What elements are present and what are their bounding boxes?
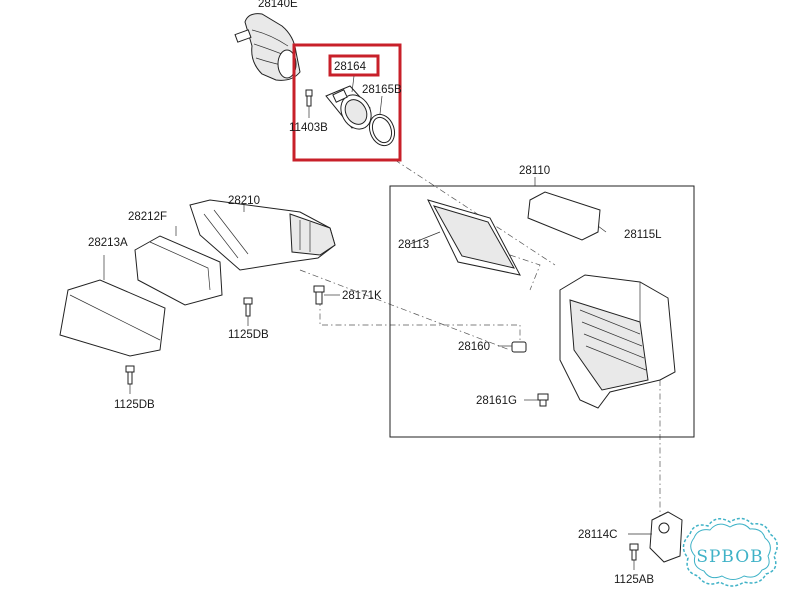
label-28113: 28113 (398, 239, 429, 251)
part-number-labels: 28140E 28164 28165B 11403B 28110 28210 2… (88, 0, 662, 586)
label-1125DB-b: 1125DB (114, 399, 155, 411)
label-28161G: 28161G (476, 395, 517, 407)
resonator-28212F (134, 226, 223, 306)
air-cleaner-housing (559, 274, 676, 409)
label-28171K: 28171K (342, 290, 382, 302)
label-28115L: 28115L (624, 229, 662, 241)
mass-air-flow-sensor-28164 (325, 75, 372, 130)
bolt-11403B (305, 89, 313, 118)
o-ring-28165B (368, 95, 396, 147)
spbob-watermark: SPBOB (682, 517, 778, 587)
grommet-28160 (498, 341, 527, 353)
air-duct-28210 (189, 199, 336, 271)
label-28160: 28160 (458, 341, 490, 353)
label-11403B: 11403B (289, 122, 328, 134)
label-28164: 28164 (334, 61, 367, 73)
label-28210: 28210 (228, 195, 260, 207)
bolt-1125DB-a (243, 297, 253, 326)
dashed-guide-lines (299, 159, 661, 520)
mount-bracket-28114C (628, 511, 683, 563)
label-28110: 28110 (519, 165, 550, 177)
intake-hose-28140E (234, 13, 301, 81)
bolt-28171K (313, 285, 340, 305)
label-1125AB: 1125AB (614, 574, 654, 586)
label-1125DB-a: 1125DB (228, 329, 269, 341)
air-cleaner-assembly-frame (389, 185, 695, 438)
bolt-1125DB-b (125, 365, 135, 394)
watermark-text: SPBOB (696, 547, 763, 567)
label-28212F: 28212F (128, 211, 167, 223)
label-28165B: 28165B (362, 84, 402, 96)
bolt-28161G (524, 393, 549, 407)
label-28213A: 28213A (88, 237, 128, 249)
highlight-box (292, 43, 402, 162)
cover-28213A (59, 255, 166, 357)
highlight-label-box (328, 54, 380, 77)
label-28140E: 28140E (258, 0, 298, 10)
label-28114C: 28114C (578, 529, 617, 541)
bolt-1125AB (629, 543, 639, 570)
bracket-28115L (527, 191, 607, 241)
filter-element-28113 (409, 199, 521, 276)
